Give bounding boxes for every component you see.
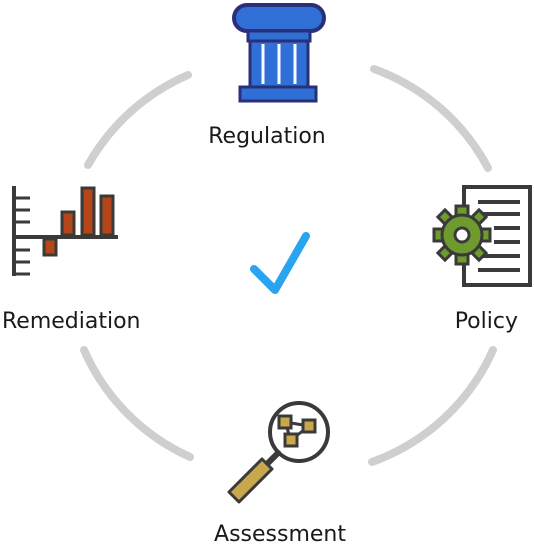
arc-top-right bbox=[370, 65, 492, 172]
bank-column-icon bbox=[232, 3, 326, 103]
checkmark-icon bbox=[250, 232, 310, 294]
bar-chart-icon bbox=[12, 186, 118, 276]
arc-bottom-right bbox=[368, 346, 497, 466]
step-label-policy: Policy bbox=[454, 309, 518, 334]
step-label-assessment: Assessment bbox=[214, 522, 346, 547]
arc-bottom-left bbox=[80, 346, 194, 461]
magnifier-network-icon bbox=[227, 401, 330, 504]
step-label-remediation: Remediation bbox=[2, 309, 141, 334]
arc-top-left bbox=[84, 71, 192, 169]
step-label-regulation: Regulation bbox=[208, 124, 326, 149]
cycle-arcs bbox=[80, 65, 497, 466]
gear-document-icon bbox=[432, 185, 532, 287]
